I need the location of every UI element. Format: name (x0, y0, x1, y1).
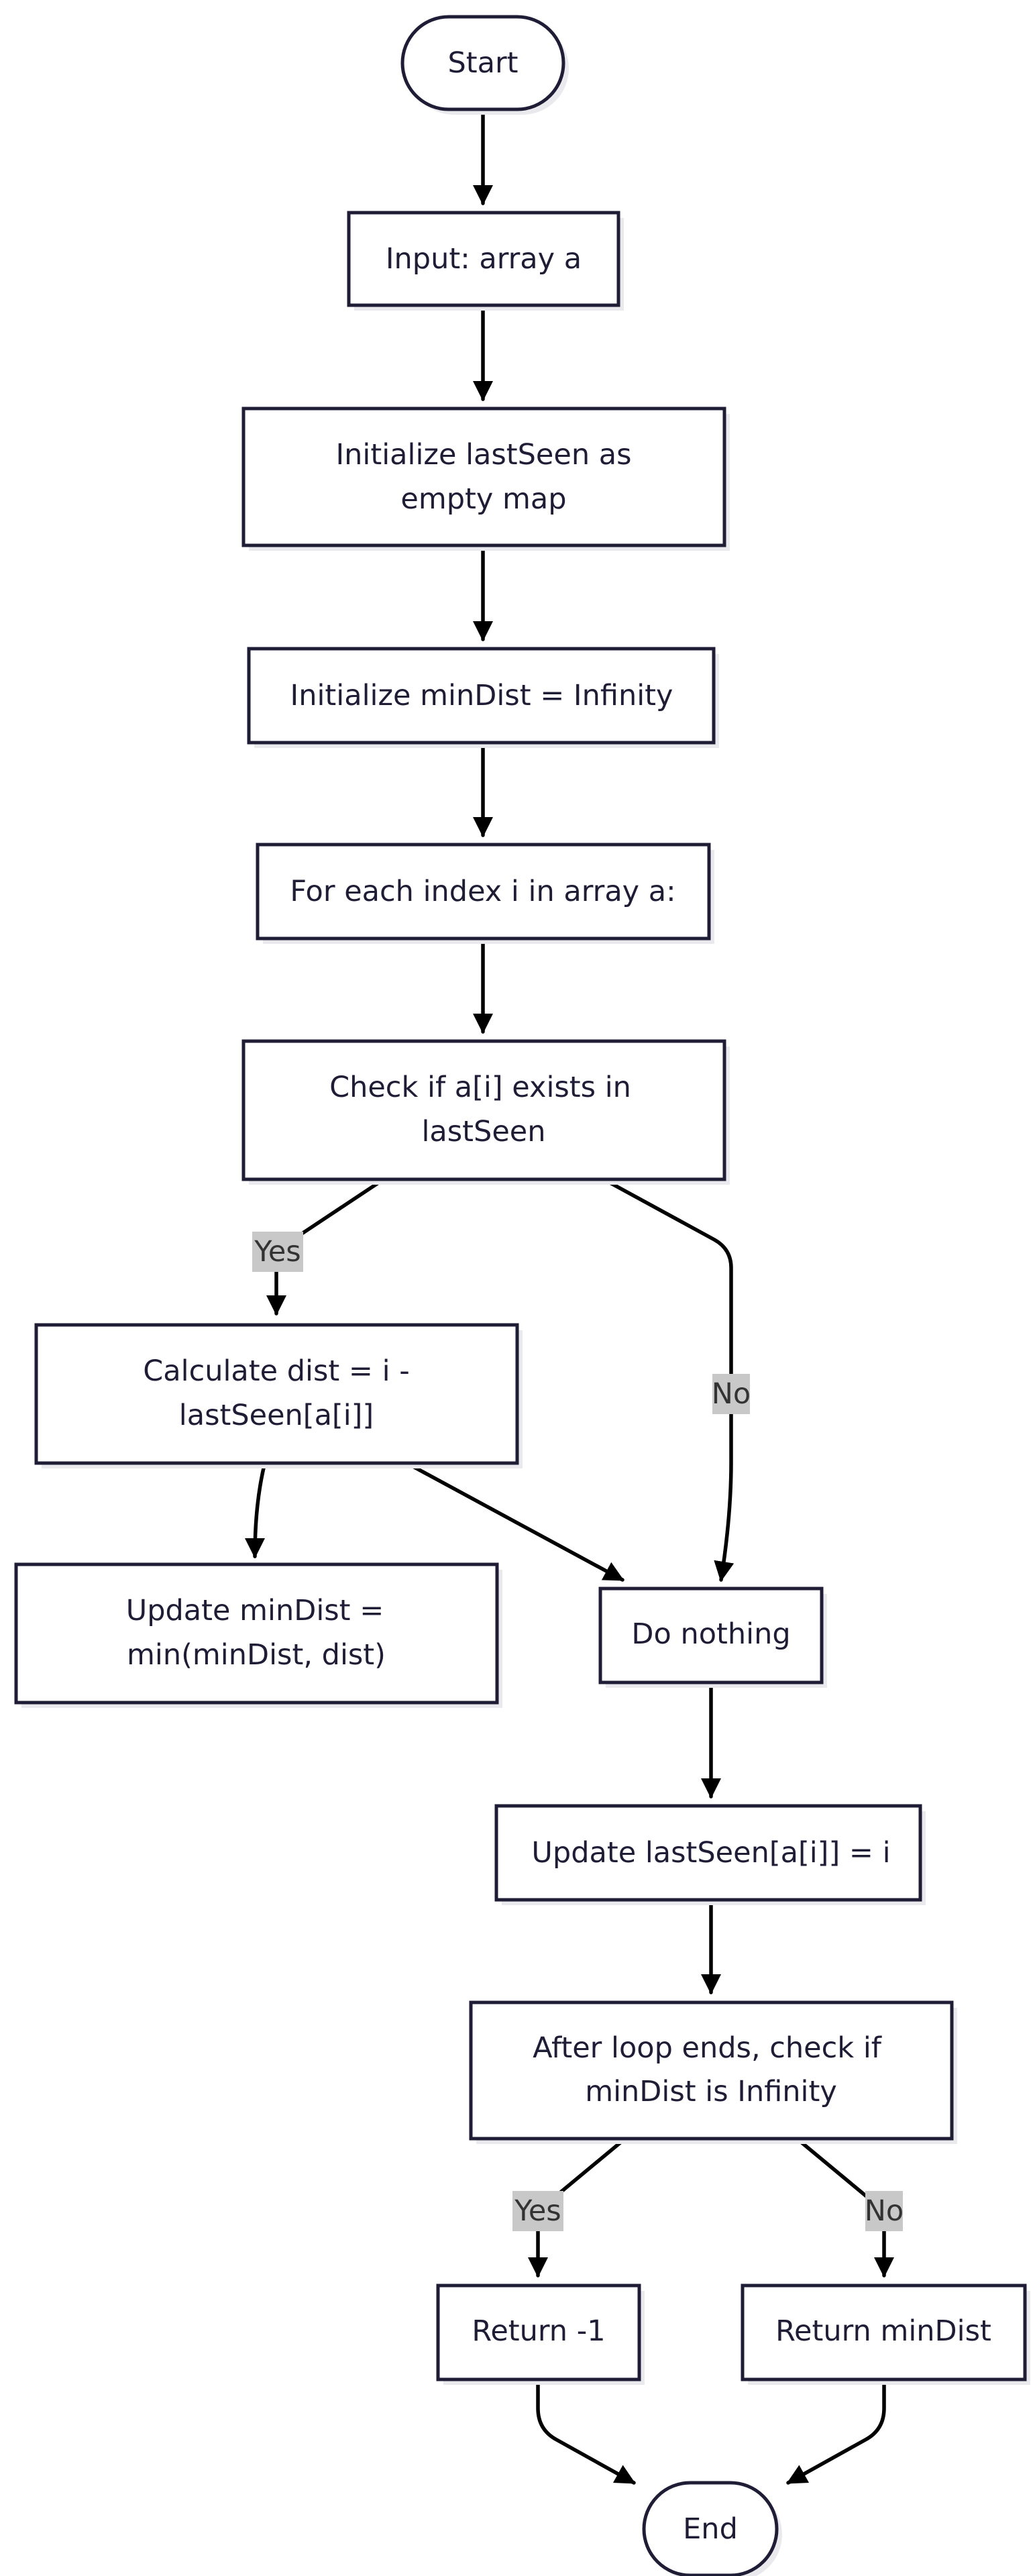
node-start-text: Start (447, 46, 518, 80)
node-check-exists: Check if a[i] exists in lastSeen (241, 1039, 730, 1185)
edge-label-after-yes-text: Yes (514, 2194, 561, 2228)
node-update-min-dist-line-1: Update minDist = (126, 1594, 384, 1627)
node-init-last-seen: Initialize lastSeen as empty map (241, 407, 730, 551)
node-do-nothing-text: Do nothing (631, 1617, 790, 1651)
edge-return-neg-to-end (536, 2377, 636, 2485)
node-update-min-dist: Update minDist = min(minDist, dist) (14, 1562, 502, 1708)
edge-return-min-to-end (786, 2377, 886, 2485)
edge-calc-to-do-nothing (407, 1462, 624, 1582)
edge-label-after-yes: Yes (512, 2191, 563, 2231)
edge-label-after-no: No (865, 2191, 904, 2231)
node-calc-dist-line-2: lastSeen[a[i]] (179, 1399, 374, 1432)
node-return-min-text: Return minDist (775, 2314, 991, 2348)
node-calc-dist: Calculate dist = i - lastSeen[a[i]] (34, 1323, 523, 1468)
node-end-text: End (683, 2512, 738, 2546)
node-return-neg: Return -1 (436, 2284, 645, 2385)
node-for-each: For each index i in array a: (256, 843, 714, 944)
node-for-each-text: For each index i in array a: (290, 875, 675, 908)
edge-label-check-yes-text: Yes (254, 1235, 301, 1269)
node-update-min-dist-line-2: min(minDist, dist) (127, 1638, 386, 1672)
node-input: Input: array a (347, 211, 624, 311)
edge-calc-to-update-min (244, 1460, 267, 1559)
edge-label-after-no-text: No (865, 2194, 904, 2228)
node-init-min-dist: Initialize minDist = Infinity (247, 647, 719, 748)
node-init-last-seen-line-1: Initialize lastSeen as (335, 438, 631, 472)
node-end: End (642, 2481, 782, 2576)
edge-label-check-yes: Yes (252, 1232, 303, 1272)
node-init-min-dist-text: Initialize minDist = Infinity (290, 679, 673, 712)
node-after-loop: After loop ends, check if minDist is Inf… (469, 2000, 957, 2144)
node-return-min: Return minDist (741, 2284, 1030, 2385)
node-do-nothing: Do nothing (598, 1587, 827, 1688)
edge-label-check-no: No (712, 1374, 751, 1414)
edge-check-to-do-nothing-no (602, 1177, 734, 1582)
node-check-exists-line-1: Check if a[i] exists in (329, 1071, 631, 1104)
node-return-neg-text: Return -1 (472, 2314, 605, 2348)
node-after-loop-line-2: minDist is Infinity (585, 2075, 837, 2108)
node-init-last-seen-line-2: empty map (400, 482, 566, 516)
node-input-text: Input: array a (386, 242, 582, 276)
node-after-loop-line-1: After loop ends, check if (533, 2031, 882, 2065)
node-update-last-seen: Update lastSeen[a[i]] = i (494, 1804, 926, 1905)
node-calc-dist-line-1: Calculate dist = i - (143, 1354, 410, 1388)
edge-label-check-no-text: No (712, 1377, 751, 1411)
node-check-exists-line-2: lastSeen (421, 1115, 545, 1148)
node-start: Start (400, 15, 569, 115)
node-update-last-seen-text: Update lastSeen[a[i]] = i (531, 1836, 890, 1870)
